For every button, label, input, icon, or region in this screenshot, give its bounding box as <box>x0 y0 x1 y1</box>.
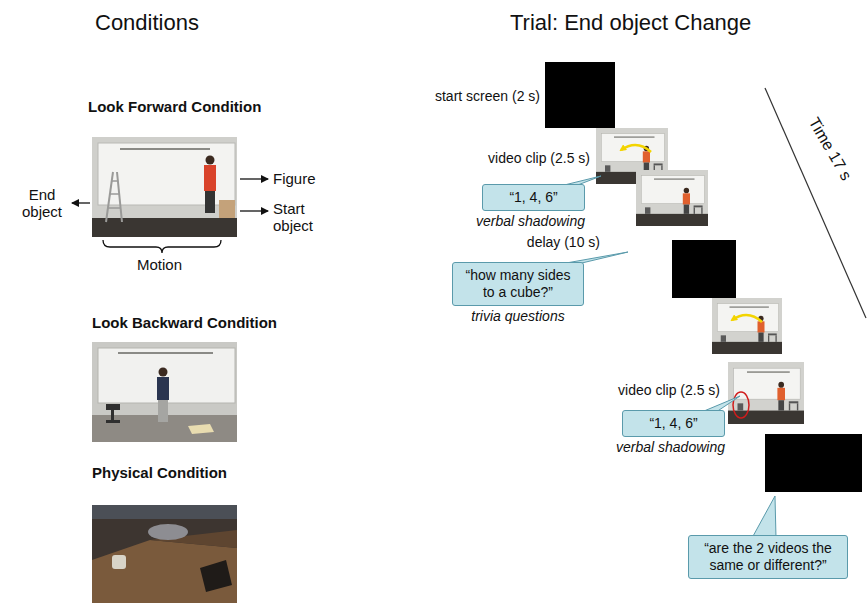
look-backward-photo <box>92 342 237 442</box>
look-forward-photo <box>92 137 237 237</box>
speech-bubble: “1, 4, 6”verbal shadowing <box>482 184 585 230</box>
video-frame <box>728 362 804 424</box>
part-label: Motion <box>137 256 182 273</box>
change-circle <box>733 392 749 418</box>
panel-heading: Trial: End object Change <box>510 10 751 35</box>
task-caption: verbal shadowing <box>616 439 725 456</box>
part-label: End object <box>16 186 68 221</box>
speech-bubble: “are the 2 videos the same or different?… <box>688 535 848 579</box>
video-frame <box>636 170 708 226</box>
physical-photo <box>92 505 237 603</box>
condition-title: Look Backward Condition <box>92 314 277 331</box>
step-label: video clip (2.5 s) <box>488 150 590 166</box>
time-line <box>765 88 866 318</box>
speech-bubble: “1, 4, 6”verbal shadowing <box>622 410 725 456</box>
step-label: video clip (2.5 s) <box>618 382 720 398</box>
black-screen <box>545 62 615 128</box>
leader-arrow <box>240 178 268 179</box>
task-caption: verbal shadowing <box>476 213 585 230</box>
bubble-text: “are the 2 videos the same or different?… <box>688 535 848 579</box>
black-screen <box>765 434 862 492</box>
bubble-text: “how many sides to a cube?” <box>452 262 584 306</box>
bubble-tail <box>752 496 776 538</box>
part-label: Figure <box>273 170 316 187</box>
task-caption: trivia questions <box>471 308 564 325</box>
leader-arrow <box>72 202 90 203</box>
speech-bubble: “how many sides to a cube?” trivia questi… <box>452 262 584 324</box>
motion-arrow <box>732 315 762 322</box>
condition-title: Look Forward Condition <box>88 98 261 115</box>
leader-arrow <box>240 210 268 211</box>
step-label: delay (10 s) <box>527 234 600 250</box>
bubble-text: “1, 4, 6” <box>482 184 585 211</box>
panel-heading: Conditions <box>95 10 199 35</box>
part-label: Start object <box>273 200 328 235</box>
motion-arrow <box>621 145 651 152</box>
black-screen <box>672 240 736 298</box>
step-label: start screen (2 s) <box>435 88 540 104</box>
motion-brace <box>103 240 221 253</box>
time-label: Time 17 s <box>804 114 855 184</box>
condition-title: Physical Condition <box>92 464 227 481</box>
video-frame <box>712 298 782 354</box>
bubble-text: “1, 4, 6” <box>622 410 725 437</box>
